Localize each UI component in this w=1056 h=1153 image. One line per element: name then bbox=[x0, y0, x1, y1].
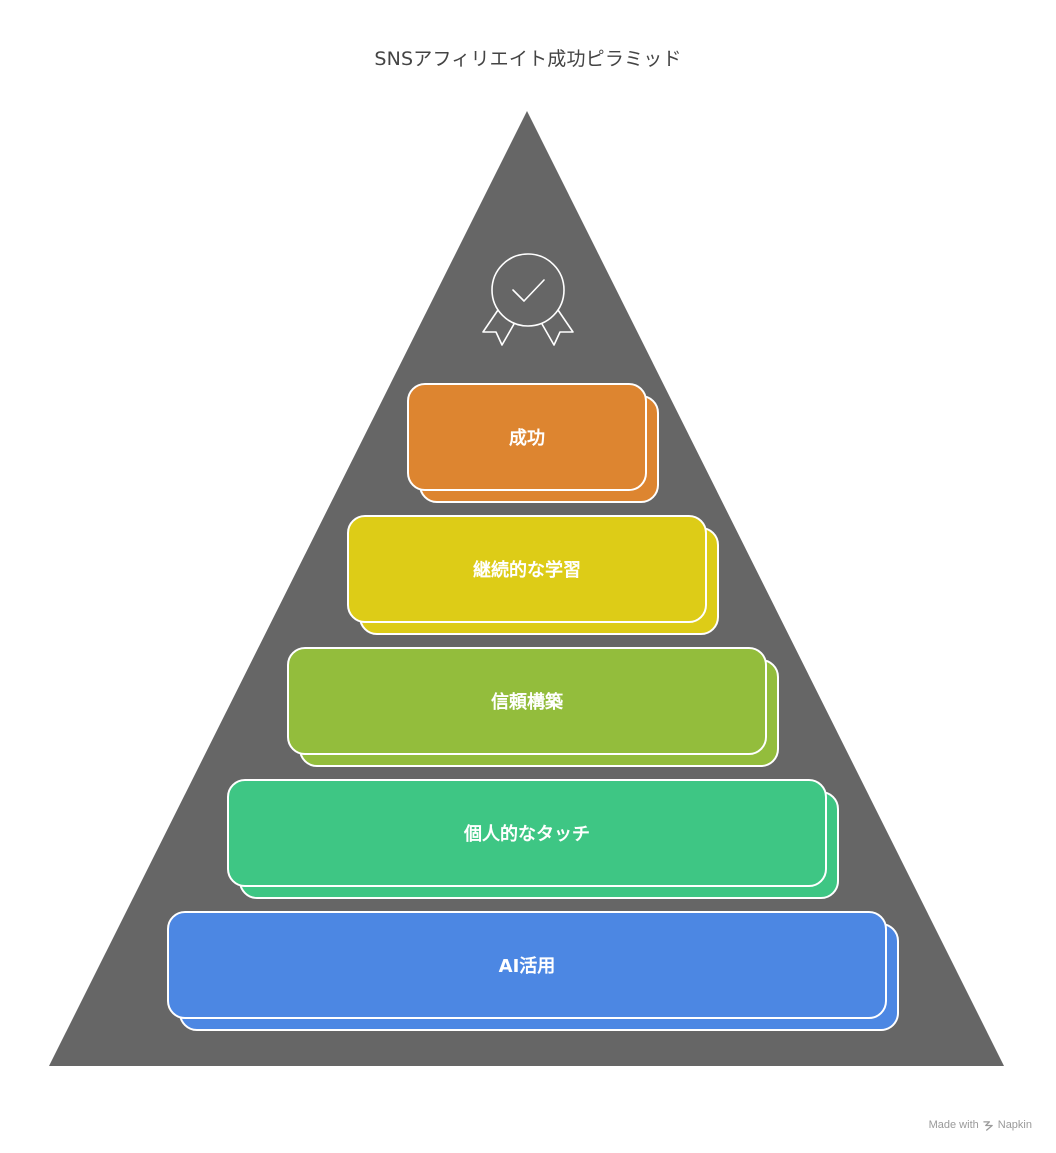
tier-continuous-learning-label: 継続的な学習 bbox=[473, 560, 581, 581]
tier-trust-building-label: 信頼構築 bbox=[491, 692, 563, 713]
tier-personal-touch-box: 個人的なタッチ bbox=[227, 779, 827, 887]
tier-ai-utilization: AI活用 bbox=[167, 911, 901, 1033]
made-with-napkin-watermark[interactable]: Made with Napkin bbox=[929, 1119, 1032, 1131]
award-ribbon-check-icon bbox=[482, 253, 574, 346]
tier-personal-touch-label: 個人的なタッチ bbox=[464, 824, 590, 845]
tier-success-box: 成功 bbox=[407, 383, 647, 491]
tier-personal-touch: 個人的なタッチ bbox=[227, 779, 841, 901]
tier-ai-utilization-box: AI活用 bbox=[167, 911, 887, 1019]
tier-trust-building-box: 信頼構築 bbox=[287, 647, 767, 755]
tier-ai-utilization-label: AI活用 bbox=[498, 956, 556, 977]
tier-trust-building: 信頼構築 bbox=[287, 647, 781, 769]
tier-success-label: 成功 bbox=[509, 428, 545, 449]
tier-success: 成功 bbox=[407, 383, 661, 505]
watermark-prefix: Made with bbox=[928, 1119, 979, 1131]
tier-continuous-learning: 継続的な学習 bbox=[347, 515, 721, 637]
tier-continuous-learning-box: 継続的な学習 bbox=[347, 515, 707, 623]
diagram-title: SNSアフィリエイト成功ピラミッド bbox=[374, 48, 682, 70]
watermark-brand: Napkin bbox=[997, 1119, 1032, 1131]
napkin-logo-icon bbox=[983, 1120, 993, 1131]
